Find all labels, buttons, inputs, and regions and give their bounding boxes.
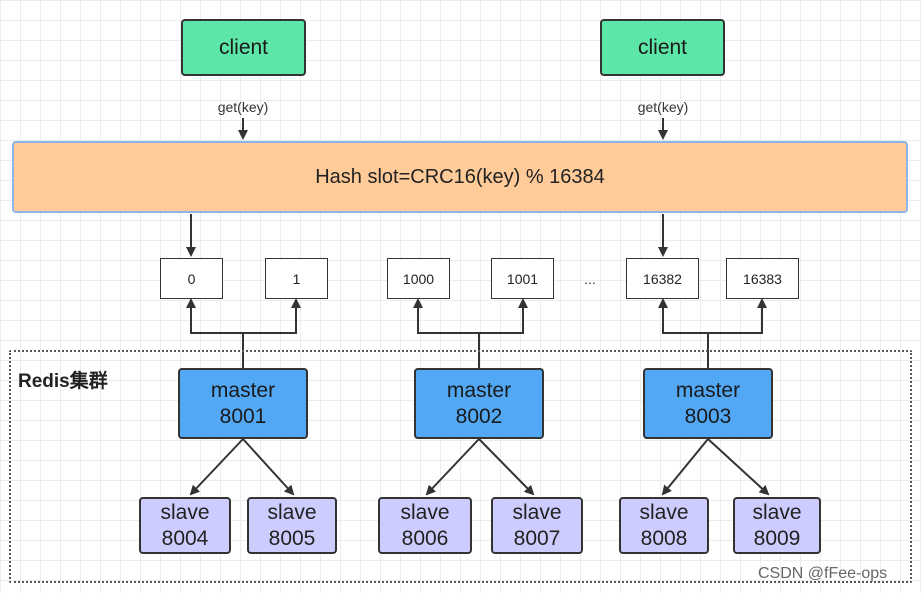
slave-node-8007[interactable]: slave 8007 [491, 497, 583, 554]
slave-role: slave [400, 500, 450, 524]
slot-label: 0 [187, 270, 196, 287]
slave-port: 8005 [268, 526, 316, 550]
client-2-request-label: get(key) [637, 99, 689, 115]
m8001-s8004-arrow [189, 438, 244, 496]
slot-box-1001: 1001 [491, 258, 554, 299]
client-label: client [637, 35, 688, 59]
slave-role: slave [512, 500, 562, 524]
slot-label: 1001 [506, 270, 539, 287]
cluster-title: Redis集群 [18, 371, 108, 392]
m8002-s8007-arrow [478, 438, 535, 496]
master-role: master [446, 378, 512, 402]
csdn-watermark: CSDN @fFee-ops [758, 565, 888, 582]
client-node-2[interactable]: client [600, 19, 725, 76]
master-8003-slot-link-2 [708, 298, 767, 334]
master-node-8003[interactable]: master 8003 [643, 368, 773, 439]
slave-role: slave [160, 500, 210, 524]
slave-port: 8006 [401, 526, 449, 550]
slave-role: slave [267, 500, 317, 524]
slot-label: 16382 [643, 270, 682, 287]
slave-port: 8009 [753, 526, 801, 550]
slot-label: 1000 [402, 270, 435, 287]
slave-node-8008[interactable]: slave 8008 [619, 497, 709, 554]
slave-node-8004[interactable]: slave 8004 [139, 497, 231, 554]
slot-box-1000: 1000 [387, 258, 450, 299]
hash-slot-formula-box: Hash slot=CRC16(key) % 16384 [12, 141, 908, 213]
slots-ellipsis: ... [584, 271, 596, 287]
client-node-1[interactable]: client [181, 19, 306, 76]
m8003-s8009-arrow [707, 438, 770, 496]
master-role: master [675, 378, 741, 402]
m8001-s8005-arrow [242, 438, 295, 496]
slot-label: 16383 [743, 270, 782, 287]
master-port: 8001 [219, 404, 267, 428]
slave-port: 8007 [513, 526, 561, 550]
slave-port: 8004 [161, 526, 209, 550]
slave-node-8006[interactable]: slave 8006 [378, 497, 472, 554]
client-1-request-label: get(key) [217, 99, 269, 115]
master-node-8002[interactable]: master 8002 [414, 368, 544, 439]
master-role: master [210, 378, 276, 402]
slave-port: 8008 [640, 526, 688, 550]
master-port: 8003 [684, 404, 732, 428]
slot-label: 1 [292, 270, 301, 287]
slave-role: slave [639, 500, 689, 524]
slot-box-0: 0 [160, 258, 223, 299]
slot-box-16382: 16382 [626, 258, 699, 299]
hash-slot-formula: Hash slot=CRC16(key) % 16384 [315, 165, 605, 188]
master-node-8001[interactable]: master 8001 [178, 368, 308, 439]
redis-cluster-container [9, 350, 912, 583]
slave-node-8005[interactable]: slave 8005 [247, 497, 337, 554]
slave-node-8009[interactable]: slave 8009 [733, 497, 821, 554]
m8003-s8008-arrow [661, 438, 709, 496]
client-label: client [218, 35, 269, 59]
slot-box-1: 1 [265, 258, 328, 299]
slot-box-16383: 16383 [726, 258, 799, 299]
master-8001-slot-link-2 [243, 298, 301, 334]
slave-role: slave [752, 500, 802, 524]
master-8002-slot-link-2 [479, 298, 528, 334]
m8002-s8006-arrow [425, 438, 480, 496]
master-port: 8002 [455, 404, 503, 428]
